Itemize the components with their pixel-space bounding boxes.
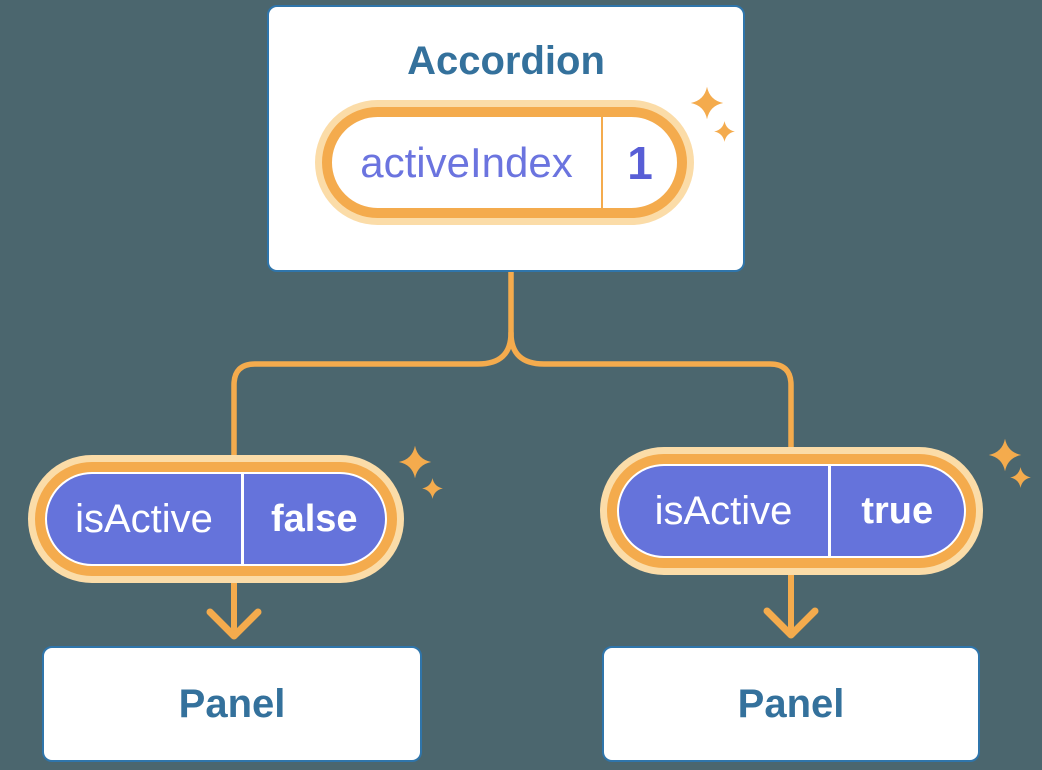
panel-title: Panel <box>737 681 845 726</box>
accordion-title: Accordion <box>407 39 605 83</box>
state-value-label: 1 <box>627 136 653 189</box>
panel-component-card-left: Panel <box>42 646 422 762</box>
panel-title: Panel <box>178 681 286 726</box>
arrow-down-left-icon <box>206 608 262 640</box>
panel-component-card-right: Panel <box>602 646 980 762</box>
sparkle-icon <box>690 86 724 120</box>
arrow-down-right-icon <box>763 607 819 639</box>
sparkle-icon <box>398 445 432 479</box>
prop-pill-isactive-false: isActive false <box>35 462 397 576</box>
pill-divider <box>601 115 603 210</box>
tree-branch-left <box>231 267 514 461</box>
state-name-label: activeIndex <box>360 138 573 186</box>
prop-name-label: isActive <box>654 488 793 533</box>
prop-value-label: true <box>861 489 934 532</box>
prop-pill-body: isActive false <box>47 474 385 564</box>
prop-pill-isactive-true: isActive true <box>607 454 976 568</box>
pill-divider <box>828 466 831 556</box>
pill-divider <box>241 474 244 564</box>
prop-value-label: false <box>270 497 358 540</box>
prop-name-label: isActive <box>75 496 213 541</box>
sparkle-icon <box>1010 467 1031 488</box>
prop-pill-body: isActive true <box>619 466 964 556</box>
tree-branch-right <box>508 330 794 453</box>
sparkle-icon <box>988 438 1022 472</box>
sparkle-icon <box>714 121 735 142</box>
state-pill-activeindex: activeIndex 1 <box>322 107 687 218</box>
accordion-component-card: Accordion activeIndex 1 <box>267 5 745 272</box>
sparkle-icon <box>422 478 443 499</box>
